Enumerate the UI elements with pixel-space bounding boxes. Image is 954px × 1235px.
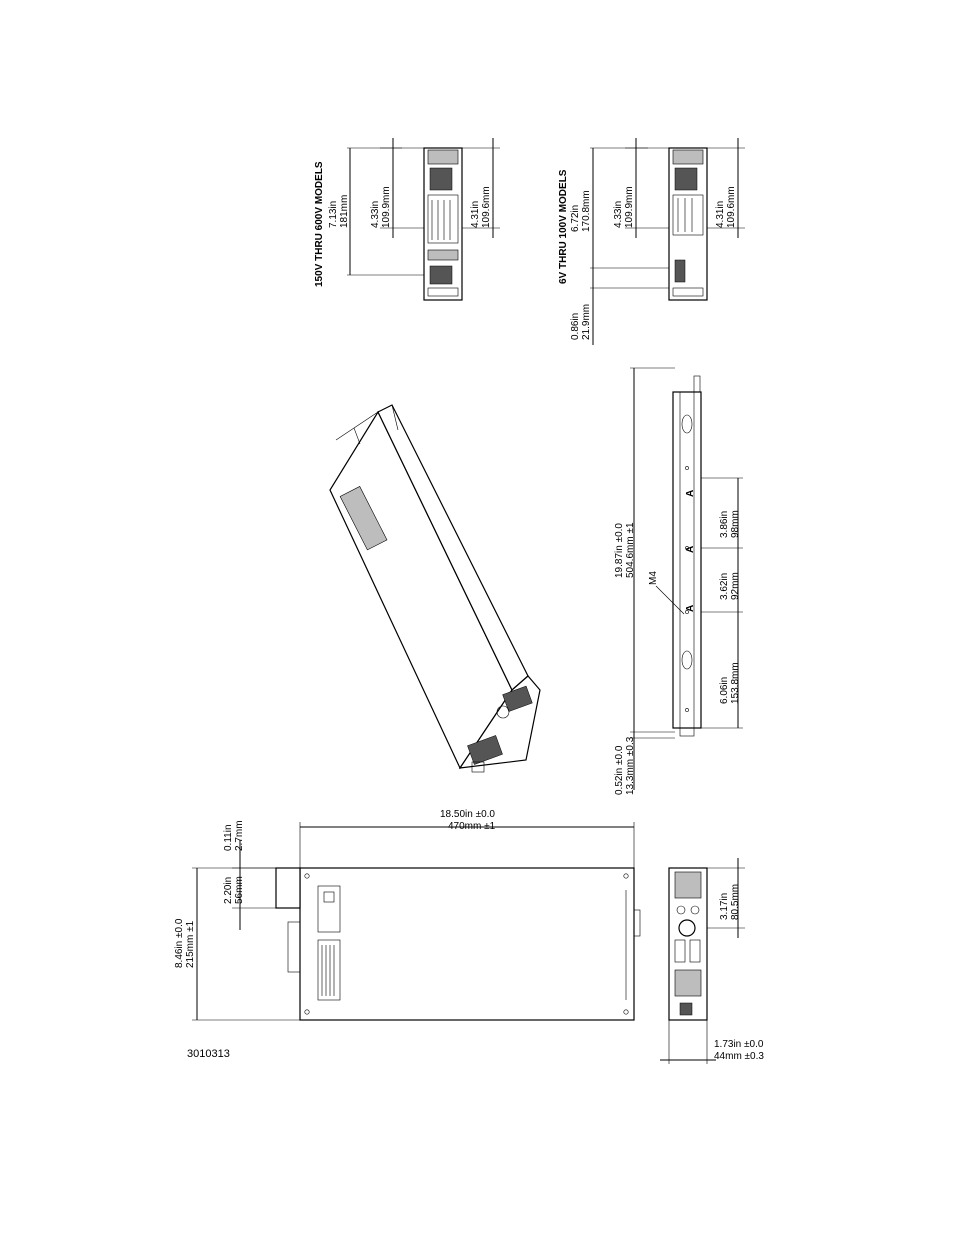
bracket-mm: 56mm <box>234 876 245 904</box>
dim-upper-0-in: 7.13in <box>328 201 339 228</box>
lip-in: 0.11in <box>223 824 234 851</box>
plan-length-mm: 470mm ±1 <box>448 821 496 832</box>
front-height-in: 1.73in ±0.0 <box>714 1039 764 1050</box>
front-height-mm: 44mm ±0.3 <box>714 1051 764 1062</box>
plan-view <box>192 822 641 1021</box>
drawing-number: 3010313 <box>187 1048 230 1060</box>
isometric-view <box>329 404 541 773</box>
marker-a-3: A <box>685 605 696 612</box>
spacing-0-in: 6.06in <box>719 677 730 704</box>
side-view <box>630 367 743 790</box>
plan-width-in: 8.46in ±0.0 <box>174 918 185 968</box>
title-6v-100v: 6V THRU 100V MODELS <box>558 169 569 284</box>
dim-upper-2-mm: 109.6mm <box>481 186 492 228</box>
spacing-1-mm: 92mm <box>730 572 741 600</box>
plan-length-in: 18.50in ±0.0 <box>440 809 495 820</box>
spacing-2-in: 3.86in <box>719 511 730 538</box>
dim-upper-1-mm: 109.9mm <box>381 186 392 228</box>
rear-view-6v-100v <box>590 138 745 345</box>
side-offset-mm: 13.3mm ±0.3 <box>625 736 636 795</box>
dim-lower-2-in: 4.33in <box>613 201 624 228</box>
spacing-2-mm: 98mm <box>730 510 741 538</box>
lip-mm: 2.7mm <box>234 820 245 851</box>
spacing-1-in: 3.62in <box>719 573 730 600</box>
dim-lower-3-in: 4.31in <box>715 201 726 228</box>
dim-lower-2-mm: 109.9mm <box>624 186 635 228</box>
dim-lower-1-mm: 170.8mm <box>581 190 592 232</box>
title-150v-600v: 150V THRU 600V MODELS <box>314 161 325 287</box>
dim-lower-0-in: 0.86in <box>570 313 581 340</box>
front-view <box>660 858 745 1064</box>
dim-upper-2-in: 4.31in <box>470 201 481 228</box>
bracket-in: 2.20in <box>223 877 234 904</box>
marker-a-1: A <box>685 490 696 497</box>
side-overall-in: 19.87in ±0.0 <box>614 523 625 578</box>
plan-width-mm: 215mm ±1 <box>185 920 196 968</box>
dim-upper-1-in: 4.33in <box>370 201 381 228</box>
front-offset-in: 3.17in <box>719 893 730 920</box>
dim-lower-0-mm: 21.9mm <box>581 304 592 340</box>
side-offset-in: 0.52in ±0.0 <box>614 745 625 795</box>
rear-view-150v-600v <box>347 138 500 301</box>
dim-lower-1-in: 6.72in <box>570 205 581 232</box>
screw-label: M4 <box>648 571 659 585</box>
spacing-0-mm: 153.8mm <box>730 662 741 704</box>
dim-lower-3-mm: 109.6mm <box>726 186 737 228</box>
marker-a-2: A <box>685 546 696 553</box>
front-offset-mm: 80.5mm <box>730 884 741 920</box>
side-overall-mm: 504.6mm ±1 <box>625 522 636 578</box>
dim-upper-0-mm: 181mm <box>339 195 350 228</box>
